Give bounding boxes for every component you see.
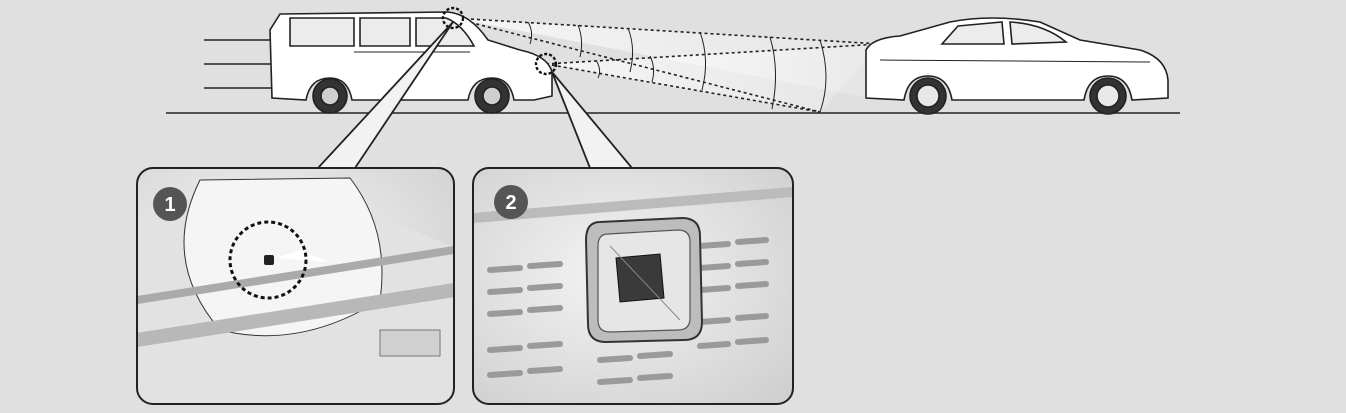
- motion-lines: [204, 39, 272, 89]
- sedan-icon: [865, 17, 1169, 115]
- minivan-icon: [269, 11, 553, 114]
- callout-number-2: 2: [505, 192, 516, 214]
- windshield-sensor-marker: [441, 6, 465, 30]
- sensor-beams: [452, 17, 881, 113]
- grille-sensor-marker: [534, 52, 558, 76]
- detail-panel-1: 1: [136, 167, 455, 405]
- callout-number-1: 1: [164, 194, 175, 216]
- detail-panel-2: 2: [472, 167, 794, 405]
